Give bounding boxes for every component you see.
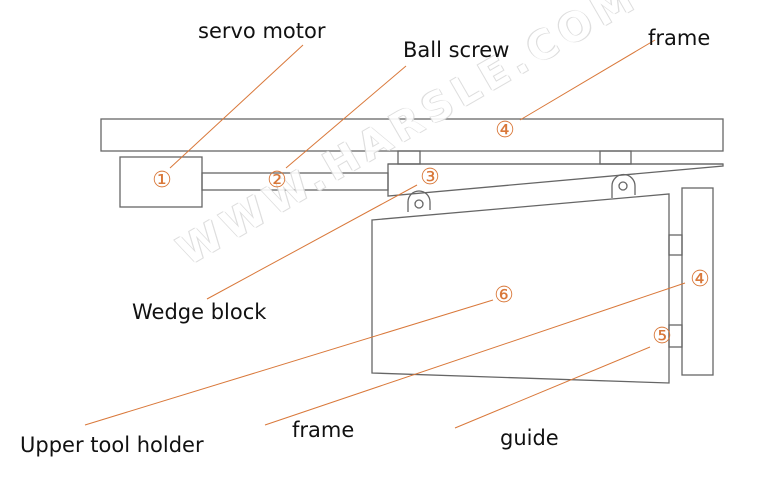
guide-block-top (668, 234, 683, 256)
leader-frame-bottom (264, 282, 686, 426)
leader-wedge-block (206, 184, 418, 300)
label-guide: guide (500, 426, 559, 450)
leader-frame-top (519, 39, 656, 121)
mount-post-right (599, 150, 632, 165)
label-upper-tool-holder: Upper tool holder (20, 433, 204, 457)
label-frame-bottom: frame (292, 418, 355, 442)
guide-block-bottom (668, 324, 683, 348)
marker-4-frame-side: ④ (690, 267, 710, 292)
label-wedge-block: Wedge block (132, 300, 267, 324)
guide-rail (681, 187, 714, 376)
label-ball-screw: Ball screw (403, 38, 510, 62)
hinge-pin-right (618, 181, 628, 191)
marker-4-frame-top: ④ (495, 118, 515, 143)
label-servo-motor: servo motor (198, 19, 326, 43)
leader-guide (454, 346, 651, 429)
upper-tool-holder (371, 193, 670, 384)
label-frame-top: frame (648, 26, 711, 50)
marker-6-upper-tool-holder: ⑥ (494, 283, 514, 308)
marker-5-guide: ⑤ (652, 324, 672, 349)
leader-servo-motor (169, 44, 304, 169)
marker-1-servo-motor: ① (152, 168, 172, 193)
hinge-lug-left (407, 190, 431, 212)
leader-upper-tool-holder (84, 299, 494, 426)
marker-2-ball-screw: ② (267, 168, 287, 193)
hinge-pin-left (414, 199, 424, 209)
leader-ball-screw (285, 65, 407, 169)
hinge-lug-right (611, 173, 636, 198)
marker-3-wedge-block: ③ (420, 165, 440, 190)
